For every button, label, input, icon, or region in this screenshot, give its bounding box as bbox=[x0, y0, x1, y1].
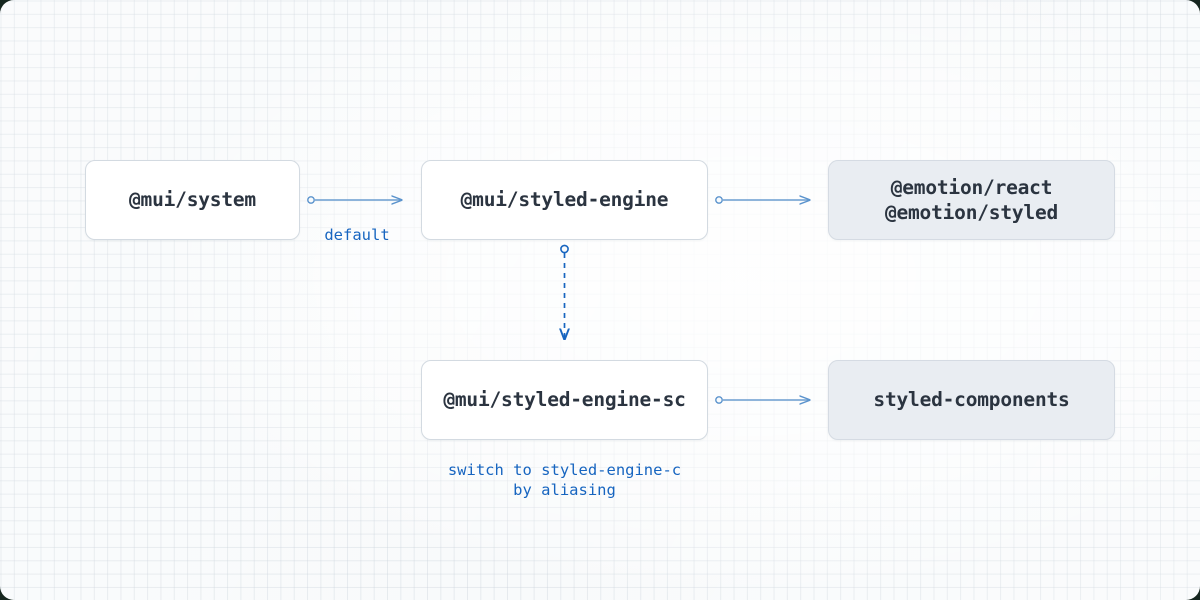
node-label: styled-components bbox=[873, 388, 1070, 412]
node-mui-styled-engine-sc[interactable]: @mui/styled-engine-sc bbox=[421, 360, 708, 440]
node-label: @mui/styled-engine bbox=[460, 188, 669, 212]
edge-source-dot bbox=[560, 244, 569, 254]
edge-source-dot bbox=[715, 196, 723, 204]
edge-source-dot bbox=[715, 396, 723, 404]
node-label: @mui/styled-engine-sc bbox=[443, 388, 686, 412]
edge-label-switch-by-aliasing: switch to styled-engine-c by aliasing bbox=[447, 461, 682, 500]
edge-engine-to-emotion bbox=[715, 196, 810, 204]
edge-system-to-engine bbox=[307, 196, 402, 204]
node-mui-system[interactable]: @mui/system bbox=[85, 160, 300, 240]
edge-engine-sc-to-styled-components bbox=[715, 396, 810, 404]
edge-label-default: default bbox=[324, 226, 390, 244]
node-label: @emotion/react @emotion/styled bbox=[884, 175, 1059, 224]
edge-engine-to-engine-sc bbox=[560, 244, 569, 339]
node-mui-styled-engine[interactable]: @mui/styled-engine bbox=[421, 160, 708, 240]
edge-source-dot bbox=[307, 196, 315, 204]
node-label: @mui/system bbox=[129, 188, 256, 212]
node-styled-components[interactable]: styled-components bbox=[828, 360, 1115, 440]
node-emotion-packages[interactable]: @emotion/react @emotion/styled bbox=[828, 160, 1115, 240]
